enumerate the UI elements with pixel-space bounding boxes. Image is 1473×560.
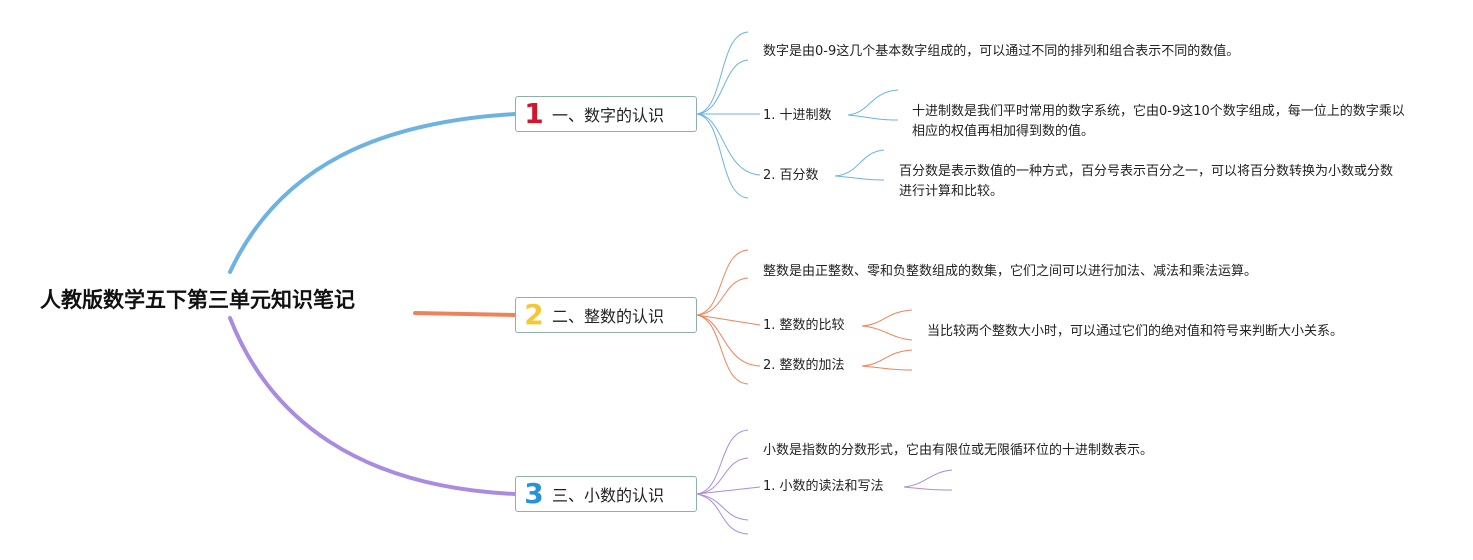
- main-branch-1-curve: [228, 112, 517, 274]
- number-1-icon: 1: [524, 97, 544, 130]
- number-2-icon: 2: [524, 298, 544, 331]
- main-branch-3-curve: [228, 316, 517, 496]
- topic-node-1[interactable]: 1 一、数字的认识: [515, 96, 697, 132]
- subtopic-percentage-detail[interactable]: 百分数是表示数值的一种方式，百分号表示百分之一，可以将百分数转换为小数或分数进行…: [899, 164, 1394, 199]
- subtopic-integer-comparison-detail[interactable]: 当比较两个整数大小时，可以通过它们的绝对值和符号来判断大小关系。: [927, 324, 1344, 339]
- topic-node-2[interactable]: 2 二、整数的认识: [515, 297, 697, 333]
- subtopic-decimal-system[interactable]: 1. 十进制数: [763, 108, 832, 123]
- subtopic-percentage[interactable]: 2. 百分数: [763, 168, 819, 183]
- subtopic-integer-addition[interactable]: 2. 整数的加法: [763, 358, 845, 373]
- topic-node-3[interactable]: 3 三、小数的认识: [515, 476, 697, 512]
- topic-label-1: 一、数字的认识: [552, 106, 665, 125]
- branch-1-subconnectors: [696, 31, 899, 199]
- branch-2-subconnectors: [696, 249, 913, 385]
- subtopic-integer-comparison[interactable]: 1. 整数的比较: [763, 318, 845, 333]
- subtopic-decimal-system-detail[interactable]: 十进制数是我们平时常用的数字系统，它由0-9这10个数字组成，每一位上的数字乘以…: [912, 104, 1405, 139]
- subtopic-decimal-reading-writing[interactable]: 1. 小数的读法和写法: [763, 479, 884, 494]
- branch-2-description[interactable]: 整数是由正整数、零和负整数组成的数集，它们之间可以进行加法、减法和乘法运算。: [763, 264, 1258, 279]
- main-branch-2-curve: [413, 311, 517, 317]
- number-3-icon: 3: [524, 477, 544, 510]
- branch-3-subconnectors: [696, 429, 953, 535]
- topic-label-2: 二、整数的认识: [552, 307, 665, 326]
- branch-1-description[interactable]: 数字是由0-9这几个基本数字组成的，可以通过不同的排列和组合表示不同的数值。: [763, 44, 1240, 59]
- topic-label-3: 三、小数的认识: [552, 486, 665, 505]
- branch-3-description[interactable]: 小数是指数的分数形式，它由有限位或无限循环位的十进制数表示。: [763, 443, 1154, 458]
- root-title[interactable]: 人教版数学五下第三单元知识笔记: [40, 288, 355, 312]
